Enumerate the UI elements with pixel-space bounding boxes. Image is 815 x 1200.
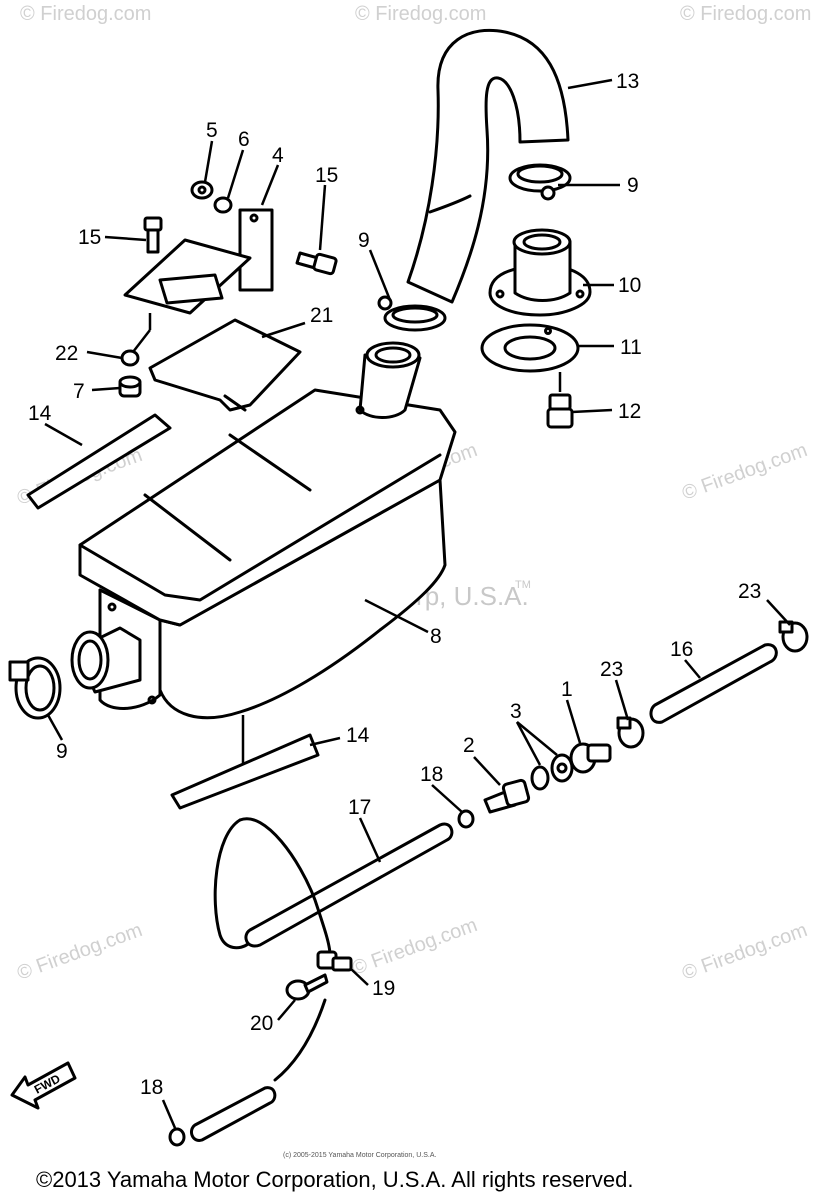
part-14-pad-lower — [170, 733, 320, 810]
part-5-nut — [190, 180, 214, 200]
callout-11: 11 — [620, 336, 642, 359]
watermark-firedog: © Firedog.com — [14, 919, 145, 985]
fine-print: (c) 2005-2015 Yamaha Motor Corporation, … — [283, 1152, 436, 1159]
callout-8: 8 — [430, 625, 442, 648]
part-15-bolt-side — [295, 251, 338, 276]
part-hose-lower — [190, 998, 327, 1142]
callout-14: 14 — [28, 402, 52, 425]
callout-18: 18 — [140, 1076, 163, 1099]
callout-22: 22 — [55, 342, 78, 365]
watermark-firedog: © Firedog.com — [20, 3, 151, 25]
leader-lines — [44, 78, 791, 1129]
part-14-pad-upper — [26, 413, 172, 510]
part-8-muffler — [70, 341, 457, 765]
callout-labels: 13 9 9 10 11 12 5 6 4 15 15 21 22 7 14 8… — [28, 70, 761, 1099]
callout-1: 1 — [561, 678, 573, 701]
callout-20: 20 — [250, 1012, 273, 1035]
callout-23: 23 — [600, 658, 623, 681]
part-23-clamp-right — [778, 620, 809, 653]
part-2-fitting — [483, 778, 531, 814]
callout-4: 4 — [272, 144, 284, 167]
callout-19: 19 — [372, 977, 395, 1000]
part-7-grommet — [118, 375, 142, 398]
watermark-firedog: © Firedog.com — [355, 3, 486, 25]
watermark-firedog: © Firedog.com — [680, 3, 811, 25]
callout-16: 16 — [670, 638, 693, 661]
callout-9: 9 — [627, 174, 639, 197]
callout-3: 3 — [510, 700, 522, 723]
part-11-gasket — [480, 323, 580, 373]
part-16-hose — [649, 643, 778, 724]
part-19-elbow — [316, 950, 353, 972]
callout-17: 17 — [348, 796, 371, 819]
part-13-hose — [406, 28, 570, 304]
fwd-arrow-icon: FWD — [10, 1061, 77, 1110]
part-17-tube — [213, 817, 454, 957]
callout-9: 9 — [358, 229, 370, 252]
callout-2: 2 — [463, 734, 475, 757]
watermark-firedog: © Firedog.com — [679, 439, 810, 505]
part-9-clamp-mid — [377, 295, 447, 332]
callout-12: 12 — [618, 400, 641, 423]
copyright-footer: ©2013 Yamaha Motor Corporation, U.S.A. A… — [36, 1167, 633, 1192]
callout-23: 23 — [738, 580, 761, 603]
callout-14: 14 — [346, 724, 370, 747]
part-18-oring-lower — [168, 1127, 186, 1147]
callout-10: 10 — [618, 274, 641, 297]
callout-5: 5 — [206, 119, 218, 142]
part-4-bracket — [123, 208, 274, 315]
part-20-screw — [285, 973, 329, 1001]
part-21-pad — [148, 318, 302, 412]
leader-line — [132, 329, 151, 353]
watermark-firedog: © Firedog.com — [349, 914, 480, 980]
callout-18: 18 — [420, 763, 443, 786]
callout-9: 9 — [56, 740, 68, 763]
part-3-washers — [530, 753, 574, 791]
callout-15: 15 — [78, 226, 101, 249]
part-22-washer — [120, 349, 140, 367]
part-15-bolt-top — [143, 216, 163, 254]
callout-15: 15 — [315, 164, 338, 187]
watermark-tm: TM — [515, 579, 531, 591]
part-18-oring-upper — [457, 809, 475, 829]
watermark-firedog: © Firedog.com — [679, 919, 810, 985]
callout-6: 6 — [238, 128, 250, 151]
part-12-bolt — [546, 372, 574, 429]
part-10-outlet-fitting — [488, 228, 592, 317]
callout-13: 13 — [616, 70, 639, 93]
part-9-clamp-top — [508, 163, 572, 201]
part-23-clamp-mid — [616, 716, 645, 749]
part-6-washer — [213, 196, 233, 214]
part-9-clamp-left — [8, 656, 62, 720]
callout-7: 7 — [73, 380, 85, 403]
part-1-plug — [569, 742, 612, 774]
callout-21: 21 — [310, 304, 333, 327]
